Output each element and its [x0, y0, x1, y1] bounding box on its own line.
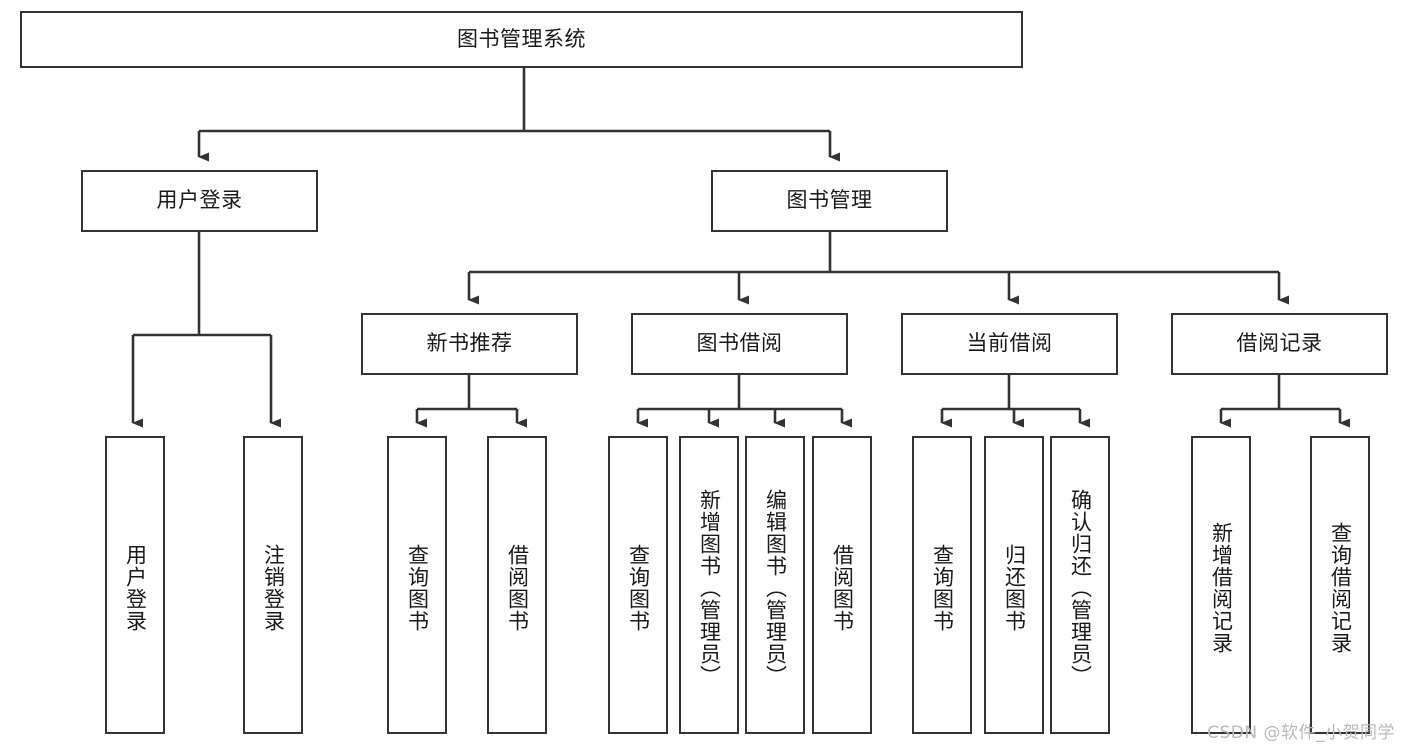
- node-new-book-recommend-label: 新书推荐: [426, 331, 513, 356]
- leaf-user-login[interactable]: 用户登录: [105, 436, 165, 734]
- leaf-return-book[interactable]: 归还图书: [984, 436, 1044, 734]
- leaf-query-book-newbook[interactable]: 查询图书: [387, 436, 447, 734]
- node-user-login-label: 用户登录: [156, 188, 243, 213]
- node-user-login[interactable]: 用户登录: [81, 170, 318, 232]
- leaf-return-book-label: 归还图书: [1002, 544, 1027, 632]
- leaf-query-book-borrow[interactable]: 查询图书: [608, 436, 668, 734]
- leaf-borrow-book[interactable]: 借阅图书: [812, 436, 872, 734]
- leaf-add-book-admin-label: 新增图书（管理员）: [697, 489, 722, 687]
- leaf-confirm-return-admin-label: 确认归还（管理员）: [1068, 489, 1093, 687]
- node-book-management[interactable]: 图书管理: [711, 170, 948, 232]
- leaf-logout[interactable]: 注销登录: [243, 436, 303, 734]
- leaf-query-book-newbook-label: 查询图书: [405, 544, 430, 632]
- leaf-query-book-current-label: 查询图书: [930, 544, 955, 632]
- leaf-user-login-label: 用户登录: [123, 544, 148, 632]
- leaf-query-borrow-record-label: 查询借阅记录: [1328, 522, 1353, 654]
- node-borrow-record[interactable]: 借阅记录: [1171, 313, 1388, 375]
- leaf-confirm-return-admin[interactable]: 确认归还（管理员）: [1050, 436, 1110, 734]
- leaf-borrow-book-label: 借阅图书: [830, 544, 855, 632]
- leaf-query-book-current[interactable]: 查询图书: [912, 436, 972, 734]
- leaf-borrow-book-newbook[interactable]: 借阅图书: [487, 436, 547, 734]
- leaf-add-book-admin[interactable]: 新增图书（管理员）: [679, 436, 739, 734]
- leaf-query-book-borrow-label: 查询图书: [626, 544, 651, 632]
- node-book-borrow[interactable]: 图书借阅: [631, 313, 848, 375]
- node-current-borrow-label: 当前借阅: [966, 331, 1053, 356]
- node-new-book-recommend[interactable]: 新书推荐: [361, 313, 578, 375]
- leaf-borrow-book-newbook-label: 借阅图书: [505, 544, 530, 632]
- node-root[interactable]: 图书管理系统: [20, 11, 1023, 68]
- leaf-edit-book-admin[interactable]: 编辑图书（管理员）: [745, 436, 805, 734]
- node-borrow-record-label: 借阅记录: [1236, 331, 1323, 356]
- leaf-add-borrow-record-label: 新增借阅记录: [1209, 522, 1234, 654]
- leaf-logout-label: 注销登录: [261, 544, 286, 632]
- leaf-query-borrow-record[interactable]: 查询借阅记录: [1310, 436, 1370, 734]
- node-book-borrow-label: 图书借阅: [696, 331, 783, 356]
- leaf-edit-book-admin-label: 编辑图书（管理员）: [763, 489, 788, 687]
- leaf-add-borrow-record[interactable]: 新增借阅记录: [1191, 436, 1251, 734]
- node-current-borrow[interactable]: 当前借阅: [901, 313, 1118, 375]
- node-book-management-label: 图书管理: [786, 188, 873, 213]
- node-root-label: 图书管理系统: [457, 26, 586, 51]
